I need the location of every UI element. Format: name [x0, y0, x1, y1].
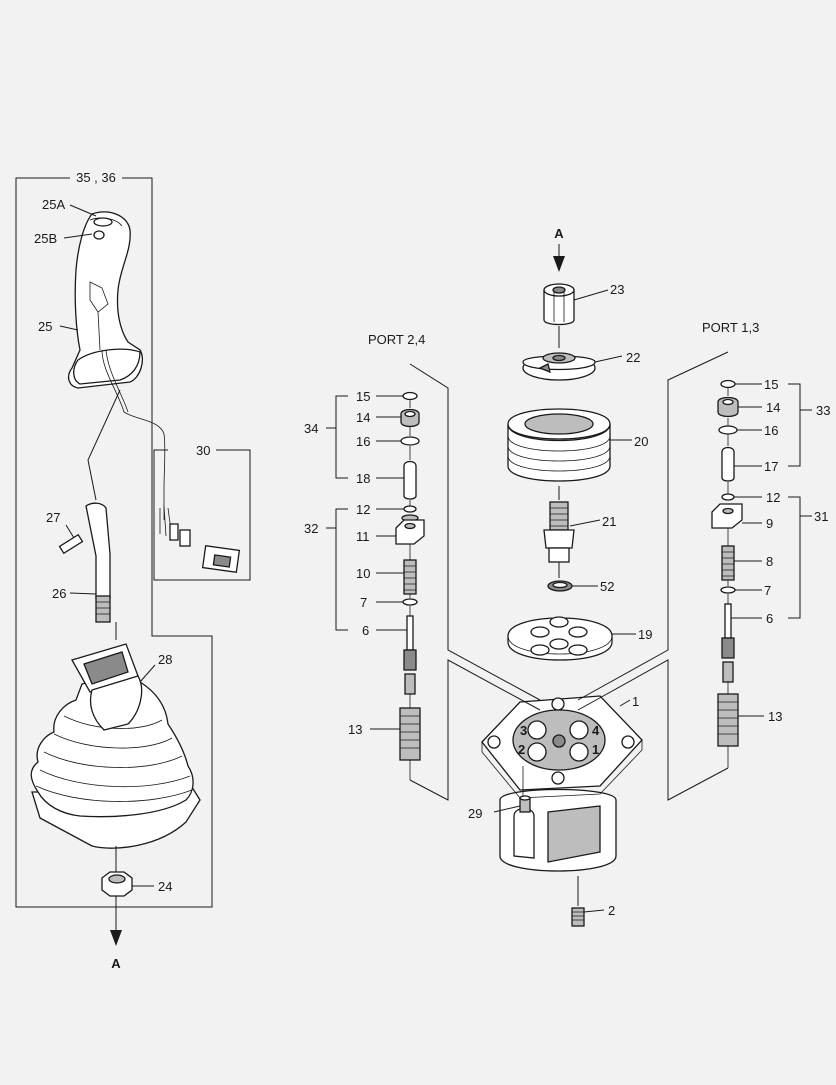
callout-left-15: 15	[356, 389, 370, 404]
spring-pin	[58, 533, 84, 555]
plate-22	[522, 352, 596, 381]
view-marker-bottom: A	[111, 956, 121, 971]
callout-right-12: 12	[766, 490, 780, 505]
adjusting-nut-23	[543, 283, 575, 326]
joystick-grip	[67, 211, 144, 389]
rubber-boot	[30, 643, 201, 849]
right-spring-stack	[711, 379, 743, 747]
handle-group-frame	[15, 177, 213, 908]
button-25A	[93, 217, 113, 227]
callout-1: 1	[632, 694, 639, 709]
callout-29: 29	[468, 806, 482, 821]
callout-right-13: 13	[768, 709, 782, 724]
callout-30: 30	[196, 443, 210, 458]
callout-25A: 25A	[42, 197, 65, 212]
set-screw-2	[571, 907, 585, 927]
hex-nut-24	[101, 871, 133, 897]
callout-right-7: 7	[764, 583, 771, 598]
pusher-21	[543, 501, 575, 563]
callout-2: 2	[608, 903, 615, 918]
group-label-35-36: 35 , 36	[76, 170, 116, 185]
callout-right-6: 6	[766, 611, 773, 626]
callout-25B: 25B	[34, 231, 57, 246]
callout-27: 27	[46, 510, 60, 525]
callout-left-6: 6	[362, 623, 369, 638]
callout-19: 19	[638, 627, 652, 642]
port-label-left: PORT 2,4	[368, 332, 425, 347]
callout-23: 23	[610, 282, 624, 297]
plug-29	[519, 795, 531, 813]
callout-25: 25	[38, 319, 52, 334]
connector-group-frame	[153, 449, 251, 581]
callout-right-33: 33	[816, 403, 830, 418]
port-left-link-lower	[409, 659, 541, 801]
callout-left-10: 10	[356, 566, 370, 581]
spring-guide-20	[507, 408, 611, 482]
callout-21: 21	[602, 514, 616, 529]
callout-28: 28	[158, 652, 172, 667]
port-right-link-lower	[577, 659, 729, 801]
port-label-right: PORT 1,3	[702, 320, 759, 335]
callout-left-14: 14	[356, 410, 370, 425]
callout-20: 20	[634, 434, 648, 449]
plate-19	[507, 616, 613, 661]
port-right-link-upper	[577, 351, 729, 701]
callout-left-34: 34	[304, 421, 318, 436]
callout-left-13: 13	[348, 722, 362, 737]
lever-shaft	[85, 502, 111, 623]
callout-right-15: 15	[764, 377, 778, 392]
callout-26: 26	[52, 586, 66, 601]
callout-right-8: 8	[766, 554, 773, 569]
view-marker-top: A	[554, 226, 564, 241]
callout-left-18: 18	[356, 471, 370, 486]
callout-right-9: 9	[766, 516, 773, 531]
callout-24: 24	[158, 879, 172, 894]
port-number-1: 1	[592, 742, 599, 757]
wire-connector	[159, 505, 241, 573]
wire-harness	[101, 349, 166, 520]
callout-22: 22	[626, 350, 640, 365]
callout-left-16: 16	[356, 434, 370, 449]
callout-left-11: 11	[356, 529, 370, 544]
port-number-3: 3	[520, 723, 527, 738]
callout-right-14: 14	[766, 400, 780, 415]
callout-right-16: 16	[764, 423, 778, 438]
port-number-2: 2	[518, 742, 525, 757]
port-number-4: 4	[592, 723, 600, 738]
callout-52: 52	[600, 579, 614, 594]
callout-left-12: 12	[356, 502, 370, 517]
valve-body-1	[481, 695, 643, 872]
callout-left-7: 7	[360, 595, 367, 610]
port-left-link-upper	[409, 363, 541, 701]
callout-left-32: 32	[304, 521, 318, 536]
button-25B	[93, 230, 105, 240]
callout-right-31: 31	[814, 509, 828, 524]
callout-right-17: 17	[764, 459, 778, 474]
